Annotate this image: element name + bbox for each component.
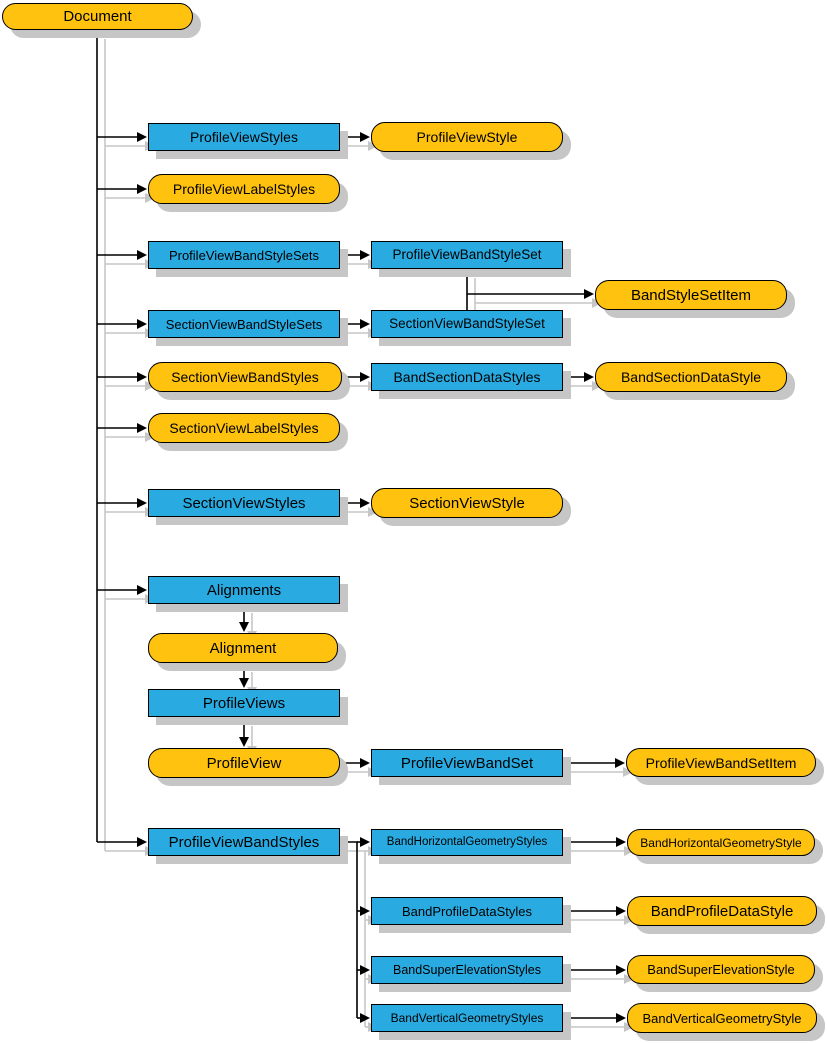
node-bandsuperelevationstyles: BandSuperElevationStyles: [371, 956, 563, 984]
node-sectionviewlabelstyles: SectionViewLabelStyles: [148, 413, 340, 443]
node-bandhorizontalgeometrystyle: BandHorizontalGeometryStyle: [627, 829, 815, 856]
node-profileviewstyles: ProfileViewStyles: [148, 123, 340, 151]
node-sectionviewbandstyles: SectionViewBandStyles: [148, 362, 342, 392]
node-sectionviewstyles: SectionViewStyles: [148, 489, 340, 517]
node-bandprofiledatastyle: BandProfileDataStyle: [627, 896, 817, 926]
node-bandsectiondatastyles: BandSectionDataStyles: [371, 363, 563, 391]
node-sectionviewbandstyleset: SectionViewBandStyleSet: [371, 310, 563, 338]
node-profileviewbandstyleset: ProfileViewBandStyleSet: [371, 241, 563, 269]
node-alignment: Alignment: [148, 633, 338, 663]
node-document: Document: [2, 3, 193, 30]
edge-pvbandstyles-rail: [340, 841, 358, 1018]
node-sectionviewstyle: SectionViewStyle: [371, 488, 563, 518]
node-bandprofiledatastyles: BandProfileDataStyles: [371, 897, 563, 925]
node-profileviewbandstyles: ProfileViewBandStyles: [148, 828, 340, 856]
node-profileviewstyle: ProfileViewStyle: [371, 122, 563, 152]
node-profileviewlabelstyles: ProfileViewLabelStyles: [148, 174, 340, 204]
node-bandverticalgeometrystyle: BandVerticalGeometryStyle: [627, 1003, 817, 1033]
node-profileviewbandstylesets: ProfileViewBandStyleSets: [148, 241, 340, 269]
node-profileviewbandsetitem: ProfileViewBandSetItem: [626, 748, 816, 777]
node-profileview: ProfileView: [148, 748, 340, 778]
node-alignments: Alignments: [148, 576, 340, 604]
node-sectionviewbandstylesets: SectionViewBandStyleSets: [148, 310, 340, 338]
node-profileviews: ProfileViews: [148, 689, 340, 717]
node-bandhorizontalgeometrystyles: BandHorizontalGeometryStyles: [371, 829, 563, 856]
node-bandsectiondatastyle: BandSectionDataStyle: [595, 362, 787, 392]
node-bandsuperelevationstyle: BandSuperElevationStyle: [627, 955, 815, 984]
node-bandstylesetitem: BandStyleSetItem: [595, 280, 787, 310]
node-profileviewbandset: ProfileViewBandSet: [371, 749, 563, 777]
node-bandverticalgeometrystyles: BandVerticalGeometryStyles: [371, 1004, 563, 1032]
